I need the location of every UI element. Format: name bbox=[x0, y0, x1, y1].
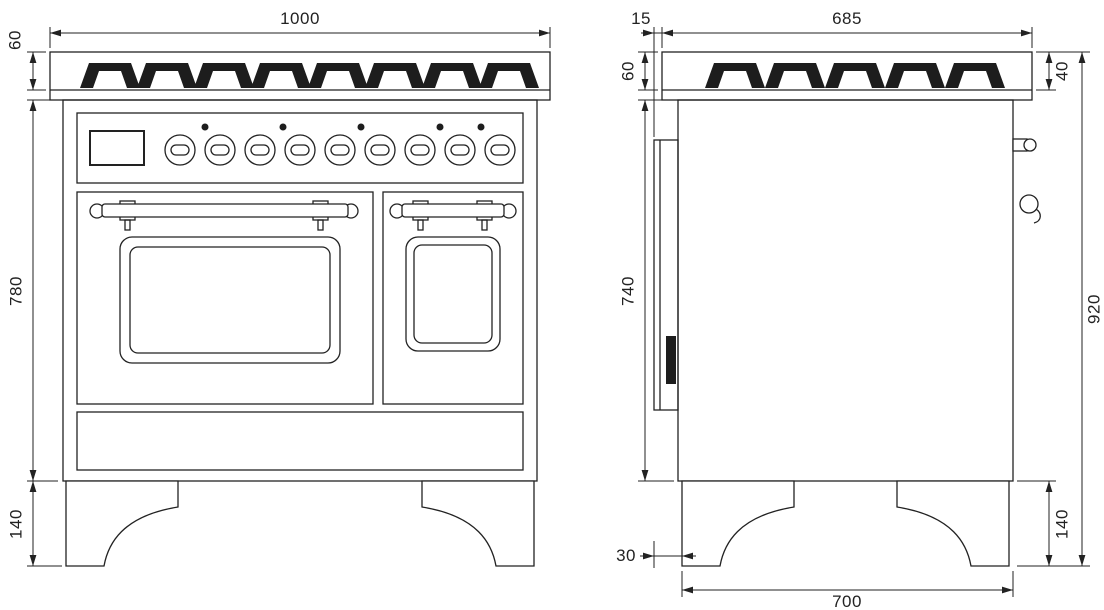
side-back-leg bbox=[896, 480, 1010, 567]
side-view: 15 685 60 40 740 920 bbox=[616, 9, 1103, 610]
side-leg-setback-label: 30 bbox=[616, 546, 636, 565]
burner-knob bbox=[204, 134, 236, 166]
front-view: 1000 60 780 140 bbox=[5, 9, 551, 567]
burner-knob bbox=[324, 134, 356, 166]
storage-drawer bbox=[76, 411, 524, 471]
side-door-overhang-label: 15 bbox=[631, 9, 651, 28]
burner-knobs bbox=[164, 134, 516, 166]
indicator-dot bbox=[279, 123, 287, 131]
side-body-height-label: 740 bbox=[618, 276, 637, 306]
side-cooktop-height-label: 60 bbox=[618, 61, 637, 81]
side-overall-height-label: 920 bbox=[1084, 294, 1103, 324]
front-right-leg bbox=[421, 480, 535, 567]
side-leg-height-label: 140 bbox=[1052, 509, 1071, 539]
burner-knob bbox=[484, 134, 516, 166]
right-door-frame bbox=[382, 191, 524, 405]
handle-pin bbox=[124, 219, 131, 231]
front-body-height-label: 780 bbox=[6, 276, 25, 306]
right-oven-door bbox=[382, 191, 524, 405]
indicator-dot bbox=[436, 123, 444, 131]
indicator-dot bbox=[357, 123, 365, 131]
front-stove bbox=[49, 51, 551, 567]
burner-knob bbox=[404, 134, 436, 166]
indicator-dot bbox=[201, 123, 209, 131]
burner-knob bbox=[244, 134, 276, 166]
handle-pin bbox=[317, 219, 324, 231]
burner-knob bbox=[164, 134, 196, 166]
handle-pin bbox=[417, 219, 424, 231]
side-base-depth-label: 700 bbox=[832, 592, 862, 610]
side-cooktop bbox=[661, 51, 1033, 101]
side-stove bbox=[653, 51, 1041, 567]
burner-knob bbox=[284, 134, 316, 166]
front-cooktop-height-label: 60 bbox=[5, 30, 24, 50]
handle-pin bbox=[481, 219, 488, 231]
right-oven-window-inner bbox=[413, 244, 493, 344]
rear-fitting-cap bbox=[1023, 138, 1037, 152]
side-cooktop-depth-label: 685 bbox=[832, 9, 862, 28]
side-front-leg bbox=[681, 480, 795, 567]
clock-display bbox=[89, 130, 145, 166]
left-door-frame bbox=[76, 191, 374, 405]
side-body bbox=[677, 99, 1014, 482]
side-dimensions: 15 685 60 40 740 920 bbox=[616, 9, 1103, 610]
left-oven-door bbox=[76, 191, 374, 405]
burner-knob bbox=[444, 134, 476, 166]
control-panel bbox=[76, 112, 524, 184]
gas-inlet-ring bbox=[1019, 194, 1039, 214]
indicator-dot bbox=[477, 123, 485, 131]
front-leg-height-label: 140 bbox=[6, 509, 25, 539]
right-oven-window bbox=[405, 236, 501, 352]
left-oven-window-inner bbox=[129, 246, 331, 354]
left-oven-window bbox=[119, 236, 341, 364]
side-back-edge-height-label: 40 bbox=[1052, 61, 1071, 81]
front-left-leg bbox=[65, 480, 179, 567]
side-door-handle bbox=[666, 336, 676, 384]
rear-fittings bbox=[1012, 138, 1041, 224]
burner-knob bbox=[364, 134, 396, 166]
left-door-handle bbox=[101, 203, 349, 218]
right-door-handle bbox=[401, 203, 505, 218]
front-body bbox=[62, 99, 538, 482]
indicator-dots bbox=[201, 123, 485, 131]
gas-inlet-hook bbox=[1033, 208, 1041, 224]
side-door-profile bbox=[653, 139, 679, 411]
front-overall-width-label: 1000 bbox=[280, 9, 320, 28]
front-dimensions: 1000 60 780 140 bbox=[5, 9, 551, 567]
